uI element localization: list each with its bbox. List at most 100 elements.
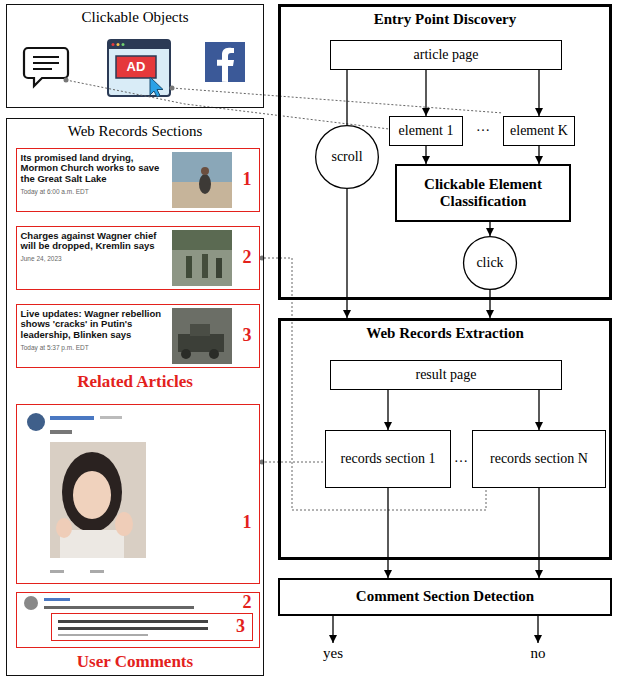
box-label: scroll: [331, 149, 362, 165]
output-label: yes: [323, 645, 343, 662]
flow-arrow: [538, 146, 539, 164]
flow-arrow: [538, 390, 539, 430]
box-title: Web Records Sections: [7, 119, 263, 140]
box-title: Clickable Objects: [7, 5, 263, 26]
box-label: Clickable Element Classification: [405, 176, 561, 211]
article-photo: [190, 324, 210, 336]
ad-icon: [108, 40, 170, 49]
comment-reply: [58, 634, 148, 636]
reply-card: 3: [51, 613, 253, 641]
comment-reply: [44, 606, 194, 609]
article-date: Today at 6:00 a.m. EDT: [21, 188, 169, 196]
box-label: Comment Section Detection: [356, 588, 534, 605]
comment-card: 23: [16, 592, 260, 648]
action-circle: click: [463, 236, 517, 290]
output-arrow: [332, 616, 333, 643]
article-photo: [202, 254, 208, 278]
ad-icon: [108, 40, 170, 96]
article-photo: [209, 349, 219, 359]
comment-post: [50, 442, 146, 558]
article-photo: [172, 230, 232, 286]
article-date: Today at 5:37 p.m. EDT: [21, 344, 169, 352]
ad-icon: [117, 43, 120, 46]
comment-post: [100, 416, 122, 419]
box-label: click: [476, 255, 503, 271]
article-headline: Its promised land drying, Mormon Church …: [21, 153, 169, 186]
circle-outline: [464, 237, 517, 290]
box-label: records section 1: [341, 451, 436, 467]
detector-box: Comment Section Detection: [278, 578, 612, 616]
leader-line: [172, 88, 503, 113]
comment-post: [62, 452, 122, 532]
article-card: Live updates: Wagner rebellion shows 'cr…: [16, 304, 260, 368]
flow-arrow: [425, 146, 426, 164]
callout-number: 2: [243, 248, 252, 268]
article-photo: [201, 167, 209, 175]
output-arrow: [537, 616, 538, 643]
comment-post: [56, 518, 72, 538]
process-box: records section 1: [325, 430, 451, 488]
callout-number: 3: [236, 617, 245, 637]
classifier-box: Clickable Element Classification: [395, 164, 571, 222]
stage-box: Entry Point Discovery article page element…: [278, 4, 612, 300]
flow-arrow: [387, 488, 388, 578]
comment-icon: [24, 48, 68, 86]
box-title: Entry Point Discovery: [281, 7, 609, 28]
ellipsis: …: [454, 450, 468, 466]
ad-icon: [108, 40, 170, 97]
process-box: element K: [503, 116, 575, 146]
callout-number: 1: [243, 170, 252, 190]
article-photo: [172, 308, 232, 364]
box-label: element 1: [399, 123, 454, 139]
article-card: Charges against Wagner chief will be dro…: [16, 226, 260, 290]
article-photo: [172, 152, 232, 208]
box-label: result page: [415, 367, 476, 383]
icon-text: AD: [127, 59, 146, 75]
ad-icon: [116, 56, 156, 78]
comment-post: [27, 413, 45, 431]
comment-reply: [58, 620, 208, 623]
article-photo: [172, 230, 232, 250]
comment-post: [115, 512, 133, 536]
flow-arrow: [387, 390, 388, 430]
output-label: no: [531, 645, 546, 662]
ad-icon: [150, 77, 163, 97]
circle-outline: [316, 126, 379, 189]
facebook-icon: [205, 42, 245, 82]
callout-number: 1: [243, 513, 252, 533]
comment-reply: [24, 596, 38, 610]
article-headline: Live updates: Wagner rebellion shows 'cr…: [21, 309, 169, 342]
comment-post: [73, 471, 111, 519]
article-photo: [172, 152, 232, 208]
article-photo: [181, 349, 191, 359]
process-box: records section N: [472, 430, 606, 488]
callout-number: 3: [243, 326, 252, 346]
comment-post: [90, 570, 104, 573]
comment-post: [50, 416, 94, 420]
ad-icon: [112, 43, 115, 46]
section-label: Related Articles: [77, 372, 193, 392]
process-box: result page: [330, 360, 562, 390]
comment-post: [50, 430, 72, 434]
article-photo: [186, 256, 192, 278]
article-date: June 24, 2023: [21, 255, 169, 263]
box-label: records section N: [490, 451, 588, 467]
process-box: article page: [330, 40, 562, 70]
flow-arrow: [346, 70, 347, 125]
leader-line: [66, 80, 389, 129]
ellipsis: …: [476, 119, 490, 135]
box-label: article page: [414, 47, 479, 63]
callout-number: 2: [243, 593, 252, 613]
comment-post: [27, 413, 146, 573]
objects-panel: Clickable Objects: [6, 4, 264, 108]
box-label: element K: [510, 123, 568, 139]
flow-arrow: [489, 290, 490, 318]
leader-line: [262, 258, 486, 510]
flow-arrow: [538, 488, 539, 578]
section-label: User Comments: [77, 652, 193, 672]
box-title: Web Records Extraction: [281, 321, 609, 342]
article-headline: Charges against Wagner chief will be dro…: [21, 231, 169, 253]
flow-arrow: [489, 222, 490, 236]
action-circle: scroll: [315, 125, 379, 189]
